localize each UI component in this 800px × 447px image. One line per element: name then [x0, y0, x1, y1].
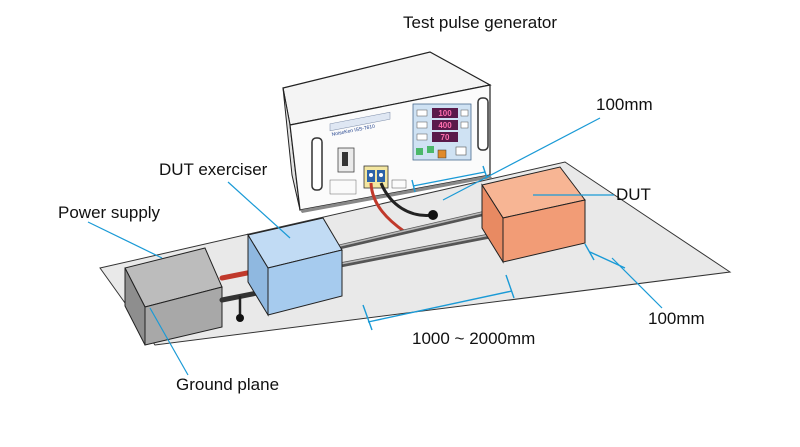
generator-lower-panel	[329, 179, 357, 195]
generator-key-e	[460, 121, 469, 129]
harness-rod-lower-hl	[334, 232, 501, 266]
cable-red-generator	[369, 182, 406, 234]
dimension-lines	[362, 165, 626, 331]
dim-right-line	[589, 251, 626, 269]
label-dut-exerciser: DUT exerciser	[159, 160, 268, 179]
power-supply-front-face	[144, 286, 223, 346]
dim-top-tick-right	[482, 165, 488, 179]
label-dim-length: 1000 ~ 2000mm	[412, 329, 536, 348]
power-supply-box	[124, 247, 223, 346]
dim-length-tick-right	[505, 274, 515, 299]
generator-key-c	[416, 133, 428, 141]
leader-dut-exerciser	[227, 181, 291, 239]
generator-key-d	[460, 109, 469, 117]
generator-button-green-2	[427, 146, 434, 153]
dim-length-tick-left	[362, 304, 373, 331]
generator-display-1	[432, 108, 458, 118]
generator-readout-1: 100	[438, 109, 452, 118]
generator-key-a	[416, 109, 428, 117]
leader-100mm-top	[442, 117, 601, 201]
label-test-pulse-generator: Test pulse generator	[403, 13, 558, 32]
dut-box	[481, 166, 586, 264]
ground-connector	[236, 314, 244, 322]
harness-rod-upper	[332, 209, 493, 251]
generator-vent	[391, 179, 407, 189]
dim-right-tick	[584, 243, 595, 261]
generator-terminal-screw-2	[379, 173, 383, 177]
generator-button-green-1	[416, 148, 423, 155]
generator-meter-slot	[342, 152, 348, 166]
dut-exerciser-front-face	[267, 249, 343, 316]
leader-ground-plane	[149, 307, 189, 376]
generator-button-orange	[437, 149, 447, 159]
label-dim-100mm-top: 100mm	[596, 95, 653, 114]
test-pulse-generator: NoiseKen ISS-7610 100 400 70	[282, 51, 492, 211]
dut-exerciser-box	[247, 217, 343, 317]
generator-terminal-screw-1	[369, 173, 373, 177]
generator-ground-strap	[300, 175, 492, 213]
harness-rod-lower	[332, 231, 503, 269]
label-ground-plane: Ground plane	[176, 375, 280, 394]
dut-front-face	[502, 199, 586, 263]
label-dut: DUT	[616, 185, 651, 204]
harness-rod-upper-hl	[334, 210, 491, 248]
dim-length-line	[367, 290, 513, 323]
leader-power-supply	[87, 221, 163, 259]
generator-display-2	[432, 120, 458, 130]
generator-display-3	[432, 132, 458, 142]
cable-black-ground-connector	[428, 210, 438, 220]
generator-readout-3: 70	[441, 133, 450, 142]
cable-black-generator	[379, 182, 434, 217]
label-dim-100mm-right: 100mm	[648, 309, 705, 328]
generator-readout-2: 400	[438, 121, 452, 130]
generator-key-b	[416, 121, 428, 129]
dim-top-line	[412, 171, 486, 187]
dim-top-tick-left	[411, 179, 416, 193]
generator-handle-left	[311, 137, 323, 191]
generator-button-grey	[455, 146, 467, 156]
generator-brand-strip	[329, 111, 391, 132]
generator-handle-right	[477, 97, 489, 151]
label-power-supply: Power supply	[58, 203, 161, 222]
